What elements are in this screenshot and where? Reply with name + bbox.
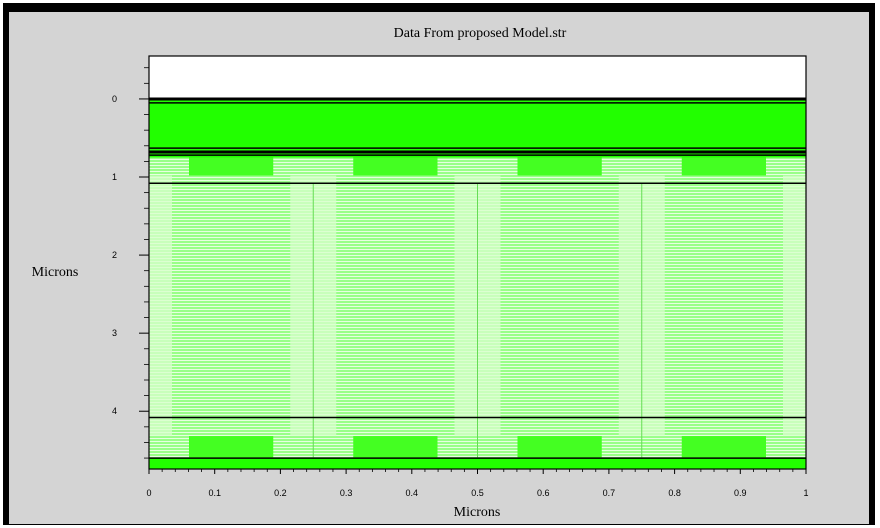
x-tick-label-6: 0.6: [537, 488, 550, 498]
y-axis-label: Microns: [32, 265, 79, 280]
x-tick-label-8: 0.8: [668, 488, 681, 498]
x-tick-label-2: 0.2: [274, 488, 287, 498]
y-tick-label-3: 3: [112, 328, 117, 338]
y-tick-label-2: 2: [112, 250, 117, 260]
y-tick-label-1: 1: [112, 172, 117, 182]
mesh-blocks: [189, 157, 766, 459]
y-tick-label-0: 0: [112, 94, 117, 104]
x-axis-label: Microns: [454, 505, 501, 520]
x-tick-label-10: 1: [803, 488, 808, 498]
chart-title: Data From proposed Model.str: [394, 26, 567, 41]
layer-bottom: [149, 458, 806, 469]
x-tick-label-3: 0.3: [340, 488, 353, 498]
x-tick-label-9: 0.9: [734, 488, 747, 498]
x-tick-label-4: 0.4: [406, 488, 419, 498]
y-tick-label-4: 4: [112, 406, 117, 416]
layer-top: [149, 56, 806, 99]
x-tick-label-7: 0.7: [603, 488, 616, 498]
x-tick-label-1: 0.1: [208, 488, 221, 498]
x-tick-label-0: 0: [146, 488, 151, 498]
x-tick-label-5: 0.5: [471, 488, 484, 498]
